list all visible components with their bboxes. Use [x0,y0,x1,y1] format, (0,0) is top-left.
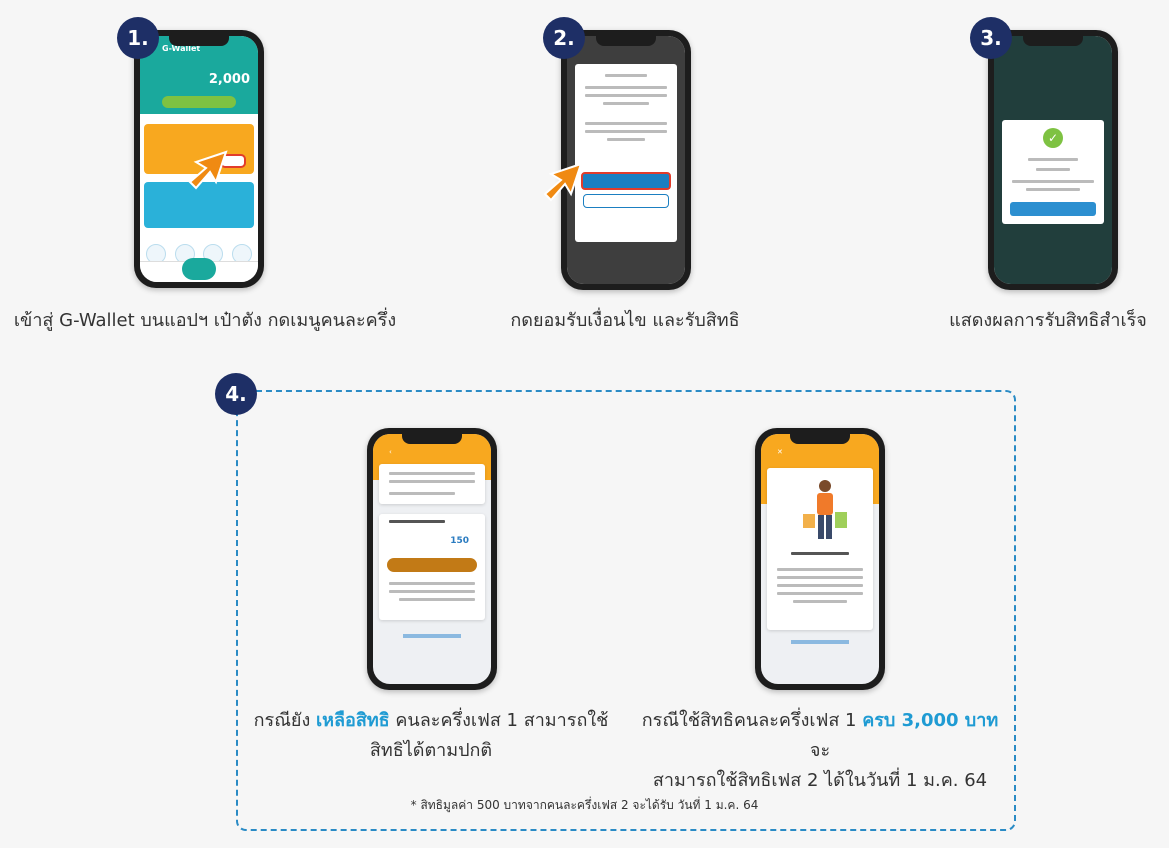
note-text [389,590,475,593]
step-1-badge: 1. [117,17,159,59]
completed-text [777,592,863,595]
step-1-phone: G-Wallet 2,000 [134,30,264,288]
completed-title [791,552,849,555]
step-4-container [236,390,1016,831]
remaining-info-box [379,464,485,504]
history-link[interactable] [791,640,849,644]
g-wallet-header: G-Wallet 2,000 [140,36,258,114]
dialog-text [585,86,667,89]
dialog-text [1028,158,1078,161]
phone-notch [169,36,229,46]
pointer-arrow-icon [543,162,583,202]
step-2-phone [561,30,691,290]
right-caption-text: จะ [809,740,831,761]
left-caption-highlight: เหลือสิทธิ [315,710,390,731]
left-caption-text: กรณียัง [253,710,316,731]
completed-screen: ✕ [761,434,879,684]
step-2-caption: กดยอมรับเงื่อนไข และรับสิทธิ [510,310,740,331]
accept-button[interactable] [581,172,671,190]
left-caption-text: สิทธิได้ตามปกติ [369,740,493,761]
left-caption-text: คนละครึ่งเฟส 1 สามารถใช้ [389,710,609,731]
right-caption-highlight: ครบ 3,000 บาท [862,710,999,731]
dialog-text [585,122,667,125]
footnote: * สิทธิมูลค่า 500 บาทจากคนละครึ่งเฟส 2 จ… [410,798,759,812]
success-screen: ✓ [994,36,1112,284]
step-4-badge: 4. [215,373,257,415]
completed-text [793,600,847,603]
completed-text [777,584,863,587]
step-3-phone: ✓ [988,30,1118,290]
pointer-arrow-icon [188,150,228,190]
step-4-left-caption: กรณียัง เหลือสิทธิ คนละครึ่งเฟส 1 สามารถ… [246,706,616,766]
today-rights-box: 150 [379,514,485,620]
success-dialog: ✓ [1002,120,1104,224]
history-link[interactable] [403,634,461,638]
step-1-caption: เข้าสู่ G-Wallet บนแอปฯ เป๋าตัง กดเมนูคน… [13,310,397,331]
right-caption-text: กรณีใช้สิทธิคนละครึ่งเฟส 1 [641,710,863,731]
completed-text [777,576,863,579]
right-caption-text: สามารถใช้สิทธิเฟส 2 ได้ในวันที่ 1 ม.ค. 6… [652,770,988,791]
note-text [399,598,475,601]
step-2-badge: 2. [543,17,585,59]
bottom-nav [140,258,258,282]
close-button[interactable] [1010,202,1096,216]
scan-qr-button[interactable] [387,558,477,572]
dialog-text [607,138,645,141]
step-3-caption: แสดงผลการรับสิทธิสำเร็จ [949,310,1147,331]
promo-card[interactable] [144,182,254,228]
g-wallet-screen: G-Wallet 2,000 [140,36,258,282]
phone-notch [790,434,850,444]
g-wallet-title: G-Wallet [162,44,201,53]
phone-notch [402,434,462,444]
back-icon[interactable]: ‹ [389,448,392,456]
remaining-screen: ‹ 150 [373,434,491,684]
rights-amount: 150 [450,536,469,546]
dialog-text [1036,168,1070,171]
info-text [389,480,475,483]
dialog-text [585,94,667,97]
dialog-text [1012,180,1094,183]
terms-dialog [575,64,677,242]
shopping-person-illustration [803,480,847,539]
dialog-text [605,74,647,77]
phone-notch [596,36,656,46]
note-text [389,582,475,585]
dialog-text [603,102,649,105]
info-text [389,472,475,475]
dialog-text [1026,188,1080,191]
g-wallet-amount: 2,000 [208,72,250,87]
step-4-phone-remaining: ‹ 150 [367,428,497,690]
info-text [389,492,455,495]
dialog-text [585,130,667,133]
close-icon[interactable]: ✕ [777,448,783,456]
terms-screen [567,36,685,284]
check-icon: ✓ [1043,128,1063,148]
section-title [389,520,445,523]
completed-text [777,568,863,571]
step-3-badge: 3. [970,17,1012,59]
step-4-right-caption: กรณีใช้สิทธิคนละครึ่งเฟส 1 ครบ 3,000 บาท… [630,706,1010,796]
scan-nav-button[interactable] [182,258,216,280]
completed-box [767,468,873,630]
decline-button[interactable] [583,194,669,208]
step-4-phone-completed: ✕ [755,428,885,690]
phone-notch [1023,36,1083,46]
top-up-pill[interactable] [162,96,236,108]
